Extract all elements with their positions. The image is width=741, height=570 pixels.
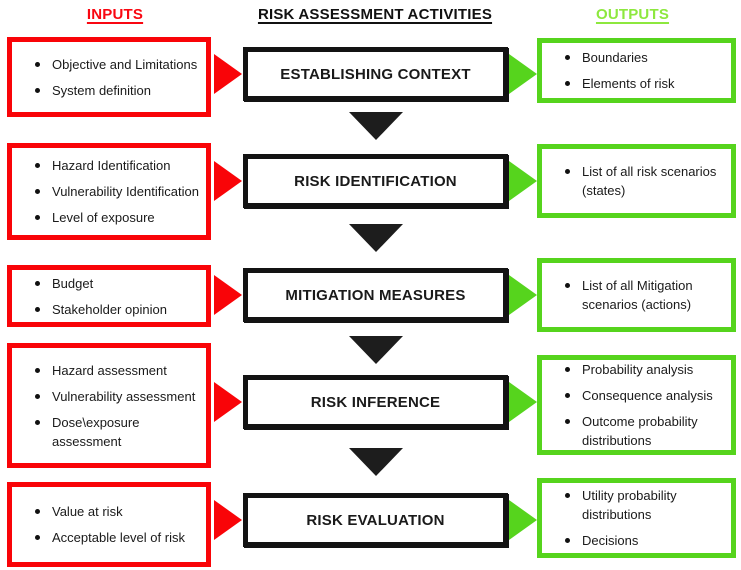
input-item: System definition xyxy=(26,81,200,100)
green-right-arrow-icon xyxy=(509,275,537,315)
output-item: List of all risk scenarios (states) xyxy=(556,162,725,200)
outputs-column-header: OUTPUTS xyxy=(595,6,670,23)
inputs-box-risk-evaluation: Value at risk Acceptable level of risk xyxy=(7,482,211,567)
activity-box-mitigation-measures: MITIGATION MEASURES xyxy=(243,268,508,322)
output-list: Boundaries Elements of risk xyxy=(542,46,731,95)
green-right-arrow-icon xyxy=(509,500,537,540)
input-list: Hazard Identification Vulnerability Iden… xyxy=(12,154,206,229)
input-item: Vulnerability Identification xyxy=(26,182,200,201)
activity-box-risk-identification: RISK IDENTIFICATION xyxy=(243,154,508,208)
black-down-arrow-icon xyxy=(349,336,403,364)
input-item: Budget xyxy=(26,274,200,293)
red-right-arrow-icon xyxy=(214,54,242,94)
activity-box-risk-evaluation: RISK EVALUATION xyxy=(243,493,508,547)
output-item: Outcome probability distributions xyxy=(556,412,725,450)
input-item: Value at risk xyxy=(26,502,200,521)
outputs-box-risk-identification: List of all risk scenarios (states) xyxy=(537,144,736,218)
red-right-arrow-icon xyxy=(214,500,242,540)
output-list: List of all risk scenarios (states) xyxy=(542,160,731,202)
outputs-box-establishing-context: Boundaries Elements of risk xyxy=(537,38,736,103)
output-item: Decisions xyxy=(556,531,725,550)
green-right-arrow-icon xyxy=(509,382,537,422)
outputs-box-risk-evaluation: Utility probability distributions Decisi… xyxy=(537,478,736,558)
output-list: Probability analysis Consequence analysi… xyxy=(542,358,731,452)
inputs-column-header: INPUTS xyxy=(86,6,144,23)
input-item: Hazard assessment xyxy=(26,361,200,380)
input-list: Budget Stakeholder opinion xyxy=(12,272,206,321)
red-right-arrow-icon xyxy=(214,275,242,315)
output-item: Elements of risk xyxy=(556,74,725,93)
input-item: Vulnerability assessment xyxy=(26,387,200,406)
input-item: Level of exposure xyxy=(26,208,200,227)
outputs-box-mitigation-measures: List of all Mitigation scenarios (action… xyxy=(537,258,736,332)
input-list: Value at risk Acceptable level of risk xyxy=(12,500,206,549)
red-right-arrow-icon xyxy=(214,382,242,422)
input-item: Acceptable level of risk xyxy=(26,528,200,547)
output-list: List of all Mitigation scenarios (action… xyxy=(542,274,731,316)
input-item: Objective and Limitations xyxy=(26,55,200,74)
black-down-arrow-icon xyxy=(349,448,403,476)
input-list: Hazard assessment Vulnerability assessme… xyxy=(12,359,206,453)
input-item: Stakeholder opinion xyxy=(26,300,200,319)
activities-column-header: RISK ASSESSMENT ACTIVITIES xyxy=(257,6,493,23)
inputs-box-mitigation-measures: Budget Stakeholder opinion xyxy=(7,265,211,327)
black-down-arrow-icon xyxy=(349,224,403,252)
output-item: Boundaries xyxy=(556,48,725,67)
output-item: Probability analysis xyxy=(556,360,725,379)
output-item: List of all Mitigation scenarios (action… xyxy=(556,276,725,314)
outputs-box-risk-inference: Probability analysis Consequence analysi… xyxy=(537,355,736,455)
input-item: Dose\exposure assessment xyxy=(26,413,200,451)
activity-box-establishing-context: ESTABLISHING CONTEXT xyxy=(243,47,508,101)
inputs-box-establishing-context: Objective and Limitations System definit… xyxy=(7,37,211,117)
output-item: Utility probability distributions xyxy=(556,486,725,524)
inputs-box-risk-inference: Hazard assessment Vulnerability assessme… xyxy=(7,343,211,468)
red-right-arrow-icon xyxy=(214,161,242,201)
activity-box-risk-inference: RISK INFERENCE xyxy=(243,375,508,429)
output-list: Utility probability distributions Decisi… xyxy=(542,484,731,552)
green-right-arrow-icon xyxy=(509,54,537,94)
input-item: Hazard Identification xyxy=(26,156,200,175)
input-list: Objective and Limitations System definit… xyxy=(12,53,206,102)
output-item: Consequence analysis xyxy=(556,386,725,405)
green-right-arrow-icon xyxy=(509,161,537,201)
inputs-box-risk-identification: Hazard Identification Vulnerability Iden… xyxy=(7,143,211,240)
black-down-arrow-icon xyxy=(349,112,403,140)
